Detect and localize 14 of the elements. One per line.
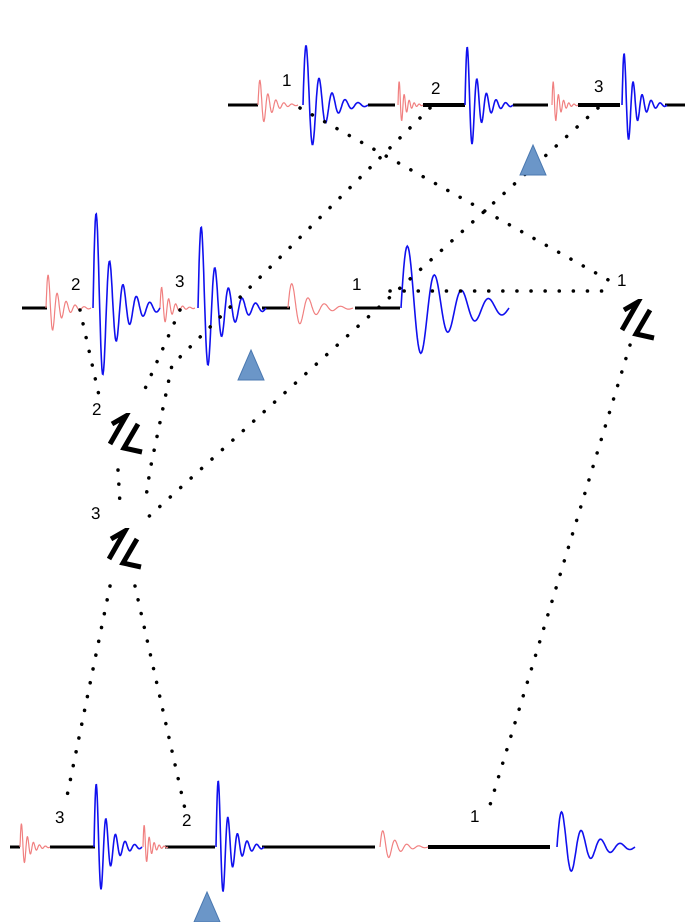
- segment-number: 1: [352, 276, 362, 294]
- dotted-line: [488, 343, 632, 807]
- segment-number: 1: [470, 808, 480, 826]
- segment-number: 2: [71, 276, 80, 294]
- segment-number: 1: [617, 272, 626, 290]
- segment-number: 3: [91, 505, 100, 523]
- segment-number: 3: [594, 78, 604, 96]
- segment-number: 2: [182, 812, 192, 830]
- segment-number: 3: [55, 809, 64, 827]
- segment-number: 2: [431, 80, 440, 98]
- segment-number: 2: [92, 401, 102, 419]
- segment-number: 1: [282, 72, 292, 90]
- dotted-line: [133, 584, 187, 811]
- segment-number: 3: [175, 273, 184, 291]
